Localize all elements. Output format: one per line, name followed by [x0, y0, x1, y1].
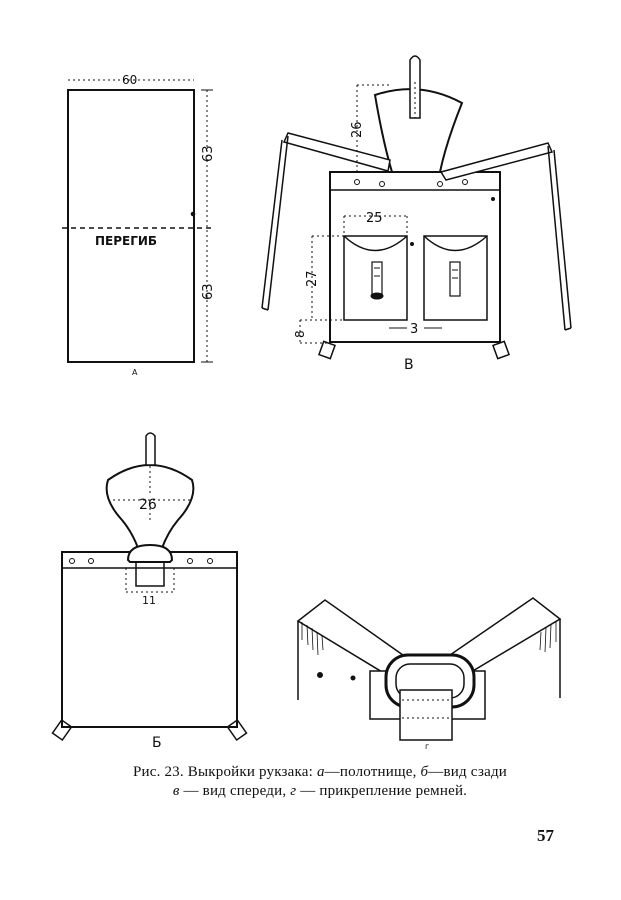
- caption-prefix: Рис. 23. Выкройки рукзака:: [132, 764, 317, 780]
- panel-b-strap-dim-label: 11: [142, 594, 156, 607]
- panel-v-bottom-dim-label: 8: [293, 330, 307, 338]
- panel-v-letter: В: [404, 357, 414, 373]
- caption-letter-v: в: [172, 783, 180, 799]
- panel-v-front-view: [261, 55, 572, 360]
- caption-text-g: — прикрепление ремней.: [296, 783, 468, 799]
- panel-a-height-bottom-label: 63: [201, 283, 216, 300]
- caption-letter-a: а: [316, 764, 325, 780]
- panel-a-height-top-label: 63: [201, 145, 216, 162]
- caption-letter-g: г: [290, 783, 297, 799]
- backpack-patterns-figure: 60 63 63 ПЕРЕГИБ A: [51, 55, 572, 751]
- panel-a-fold-label: ПЕРЕГИБ: [95, 234, 157, 248]
- panel-b-back-view: [51, 432, 248, 742]
- figure-caption-line-2: в — вид спереди, г — прикрепление ремней…: [40, 782, 600, 801]
- caption-letter-b: б: [420, 764, 429, 780]
- caption-text-v: — вид спереди,: [179, 783, 291, 799]
- panel-a-width-label: 60: [122, 73, 137, 87]
- panel-b-flap-dim-label: 26: [139, 497, 157, 513]
- panel-g-letter: г: [425, 742, 429, 751]
- figure-caption-line-1: Рис. 23. Выкройки рукзака: а—полотнище, …: [40, 763, 600, 782]
- panel-b-letter: Б: [152, 735, 162, 751]
- panel-v-pocket-width-label: 25: [366, 211, 383, 226]
- panel-v-gap-dim-label: 3: [410, 322, 418, 337]
- panel-a-sheet: [62, 79, 214, 363]
- panel-v-flap-dim-label: 26: [350, 121, 365, 138]
- panel-a-letter: A: [132, 368, 138, 377]
- caption-text-a: —полотнище,: [324, 764, 421, 780]
- panel-g-strap-attachment: [296, 597, 562, 741]
- caption-text-b: —вид сзади: [428, 764, 508, 780]
- page-number: 57: [537, 826, 554, 845]
- panel-v-pocket-height-label: 27: [305, 270, 320, 287]
